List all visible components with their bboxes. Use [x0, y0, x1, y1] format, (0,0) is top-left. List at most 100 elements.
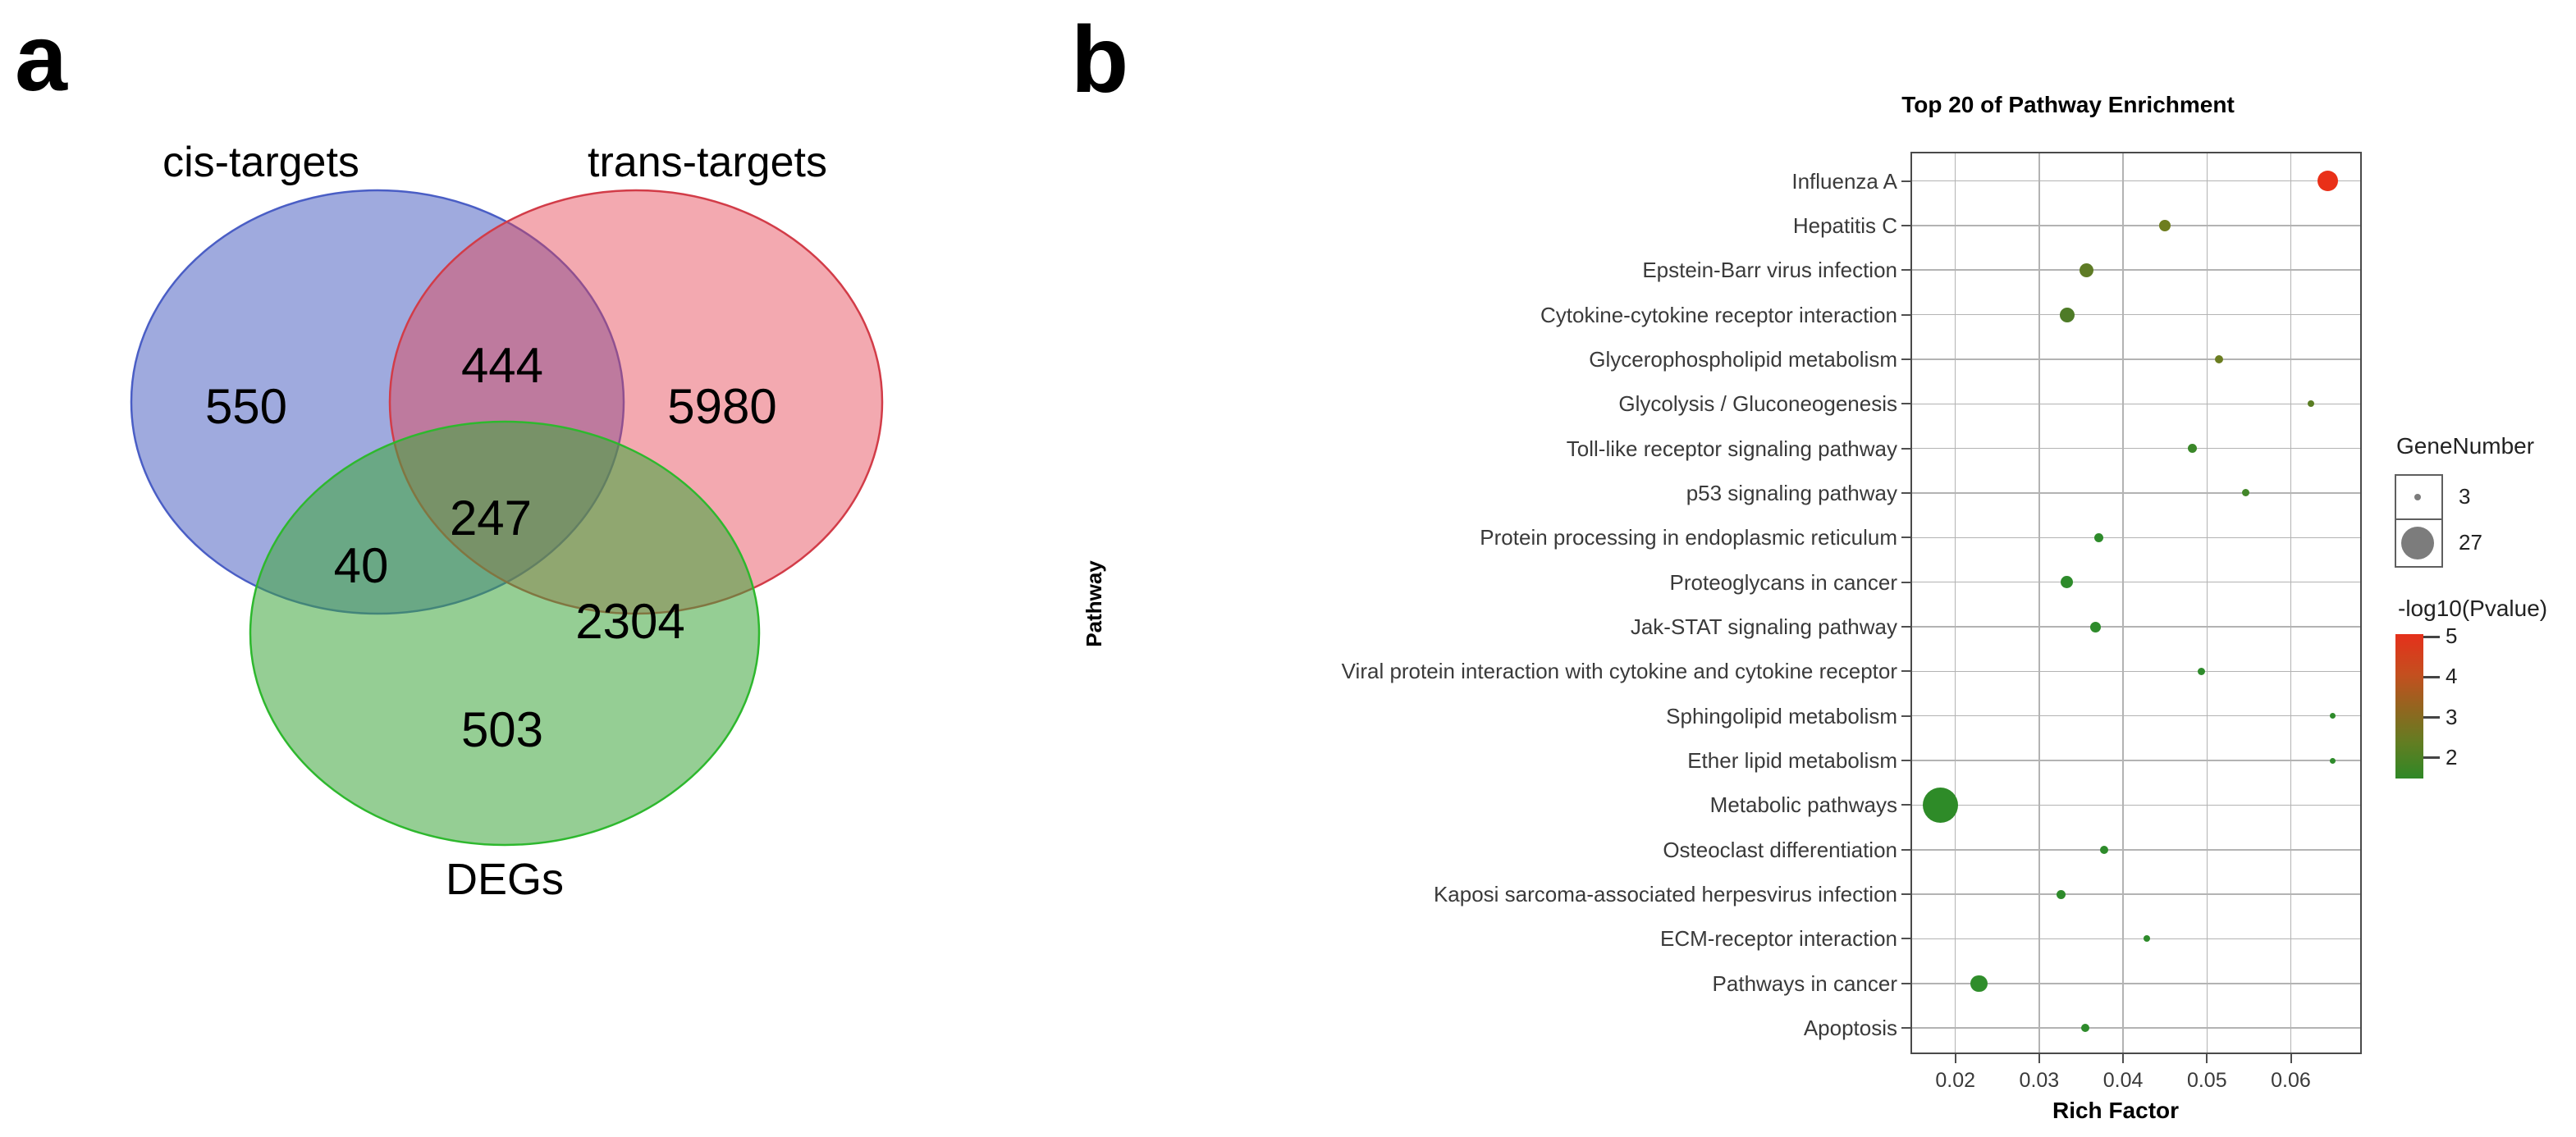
pathway-label: ECM-receptor interaction [1660, 926, 1897, 952]
pvalue-colorbar-tick-label: 2 [2446, 744, 2458, 769]
pvalue-colorbar-tick-label: 4 [2446, 664, 2458, 689]
x-tick-label: 0.03 [2019, 1069, 2060, 1092]
pathway-label: Proteoglycans in cancer [1669, 569, 1897, 595]
pvalue-colorbar-tick [2423, 756, 2440, 760]
plot-frame [1910, 151, 2362, 1054]
x-tick-mark [2290, 1053, 2292, 1063]
gridline-horizontal [1912, 804, 2360, 806]
y-tick-mark [1901, 1027, 1912, 1030]
pathway-label: Influenza A [1791, 168, 1897, 194]
venn-count: 503 [461, 702, 543, 757]
y-tick-mark [1901, 403, 1912, 405]
data-point [2089, 621, 2101, 632]
pathway-label: Protein processing in endoplasmic reticu… [1480, 525, 1897, 550]
gene-number-legend-dot [2401, 527, 2434, 559]
data-point [2330, 757, 2336, 764]
y-tick-mark [1901, 670, 1912, 673]
y-tick-mark [1901, 581, 1912, 583]
venn-set-label: trans-targets [588, 139, 827, 186]
pathway-label: Glycolysis / Gluconeogenesis [1618, 391, 1897, 417]
y-tick-mark [1901, 715, 1912, 717]
data-point [1970, 975, 1988, 993]
x-tick-mark [2206, 1053, 2208, 1063]
data-point [2308, 400, 2315, 408]
x-tick-label: 0.04 [2102, 1069, 2144, 1092]
gridline-horizontal [1912, 715, 2360, 717]
data-point [2081, 1024, 2090, 1033]
gene-number-legend-dot [2414, 494, 2421, 500]
gridline-horizontal [1912, 893, 2360, 895]
venn-set-label: DEGs [446, 855, 564, 904]
venn-count: 444 [461, 338, 543, 393]
venn-count: 247 [450, 491, 532, 546]
venn-set-label: cis-targets [162, 139, 359, 186]
y-tick-mark [1901, 626, 1912, 628]
gridline-horizontal [1912, 983, 2360, 984]
gridline-horizontal [1912, 403, 2360, 404]
pathway-label: Epstein-Barr virus infection [1642, 258, 1897, 283]
x-tick-mark [2122, 1053, 2125, 1063]
gridline-horizontal [1912, 447, 2360, 450]
venn-count: 40 [334, 538, 389, 593]
pathway-label: Jak-STAT signaling pathway [1630, 614, 1897, 639]
gridline-horizontal [1912, 626, 2360, 628]
data-point [2159, 219, 2171, 231]
x-tick-label: 0.05 [2186, 1069, 2227, 1092]
gridline-vertical [2290, 153, 2292, 1053]
gridline-vertical [2206, 153, 2208, 1053]
pathway-label: Osteoclast differentiation [1663, 837, 1897, 862]
data-point [2241, 489, 2249, 497]
pathway-label: Pathways in cancer [1712, 970, 1897, 996]
data-point [2059, 307, 2075, 322]
gene-number-legend-title: GeneNumber [2396, 433, 2535, 459]
gridline-horizontal [1912, 938, 2360, 940]
data-point [2143, 935, 2150, 943]
pathway-label: p53 signaling pathway [1686, 480, 1897, 505]
pathway-label: Hepatitis C [1792, 212, 1897, 238]
gridline-horizontal [1912, 225, 2360, 226]
gene-number-legend-value: 3 [2459, 484, 2471, 509]
data-point [2056, 889, 2066, 899]
pathway-label: Toll-like receptor signaling pathway [1566, 436, 1897, 461]
x-tick-mark [2038, 1053, 2040, 1063]
gridline-horizontal [1912, 581, 2360, 583]
pathway-label: Glycerophospholipid metabolism [1589, 346, 1897, 372]
gridline-horizontal [1912, 670, 2360, 673]
y-tick-mark [1901, 982, 1912, 984]
pvalue-colorbar-tick [2423, 635, 2440, 638]
gridline-horizontal [1912, 269, 2360, 271]
pathway-label: Ether lipid metabolism [1687, 748, 1897, 774]
gene-number-legend-divider [2395, 518, 2443, 520]
gridline-vertical [2038, 153, 2040, 1053]
data-point [2093, 532, 2103, 542]
data-point [1922, 787, 1958, 823]
pathway-label: Apoptosis [1803, 1016, 1897, 1041]
pathway-label: Sphingolipid metabolism [1666, 703, 1897, 728]
y-tick-mark [1901, 313, 1912, 316]
gridline-horizontal [1912, 849, 2360, 851]
gridline-horizontal [1912, 313, 2360, 316]
gridline-horizontal [1912, 492, 2360, 494]
pathway-label: Kaposi sarcoma-associated herpesvirus in… [1433, 882, 1897, 907]
y-tick-mark [1901, 848, 1912, 851]
y-tick-mark [1901, 269, 1912, 272]
y-tick-mark [1901, 491, 1912, 494]
pvalue-legend-title: -log10(Pvalue) [2398, 596, 2548, 621]
x-tick-mark [1954, 1053, 1956, 1063]
gridline-horizontal [1912, 537, 2360, 539]
x-axis-label: Rich Factor [2052, 1098, 2180, 1123]
gridline-horizontal [1912, 180, 2360, 182]
panel-b-label: b [1071, 7, 1129, 112]
y-tick-mark [1901, 180, 1912, 182]
plot-title: Top 20 of Pathway Enrichment [1901, 92, 2235, 117]
data-point [2079, 263, 2093, 277]
data-point [2214, 354, 2223, 363]
panel-a-label: a [15, 6, 67, 111]
pvalue-colorbar-tick-label: 5 [2446, 623, 2458, 648]
gridline-horizontal [1912, 358, 2360, 360]
x-tick-label: 0.02 [1935, 1069, 1976, 1092]
pvalue-colorbar-tick-label: 3 [2446, 704, 2458, 729]
